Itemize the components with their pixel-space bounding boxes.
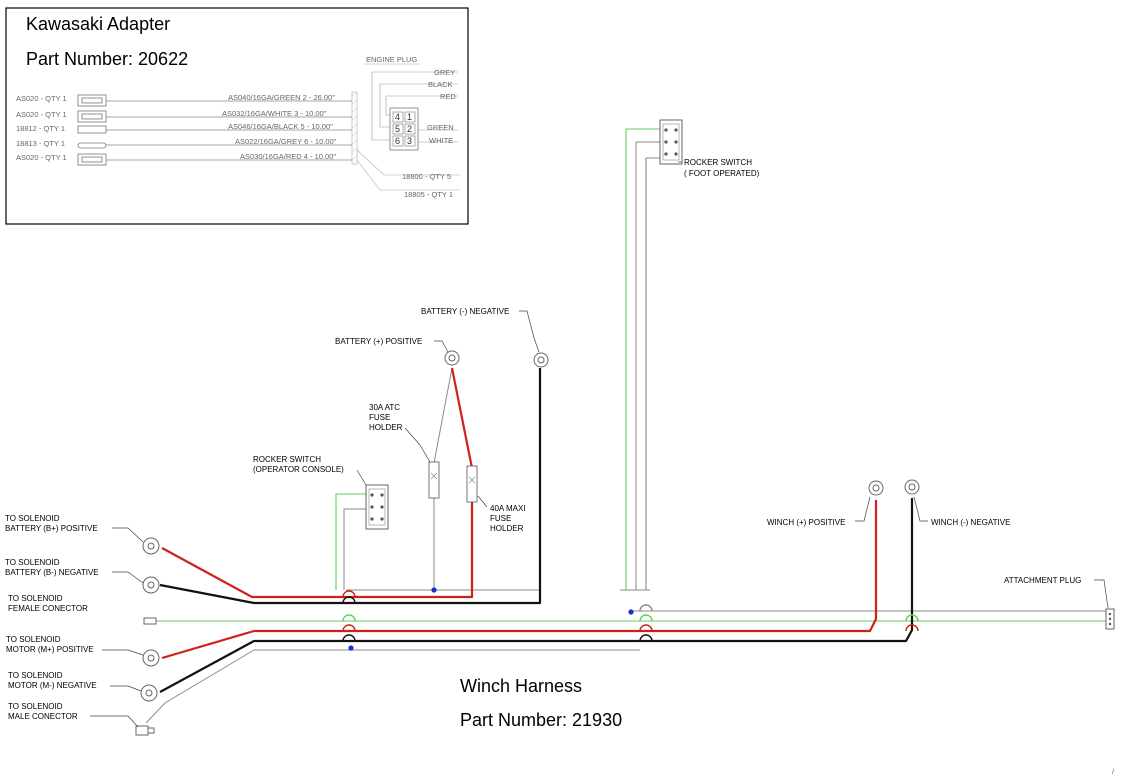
svg-text:1: 1 <box>407 112 412 122</box>
winch-negative-terminal <box>904 479 920 495</box>
sol-bat-pos-terminal <box>142 537 160 555</box>
sol-female-label-line1: TO SOLENOID <box>8 594 63 603</box>
adapter-wire-label: AS022/16GA/GREY 6 - 10.00" <box>235 137 337 146</box>
red-wire <box>161 500 878 660</box>
adapter-left-part: 18813 - QTY 1 <box>16 139 65 148</box>
corner-mark: / <box>1112 767 1115 776</box>
red-wire <box>450 367 474 469</box>
adapter-left-part: 18812 - QTY 1 <box>16 124 65 133</box>
green-wire <box>625 128 664 590</box>
rocker-switch-console <box>365 484 389 530</box>
black-wire <box>159 498 914 693</box>
winch-positive-terminal <box>868 480 884 496</box>
rocker-foot-label-line2: ( FOOT OPERATED) <box>684 169 760 178</box>
adapter-left-part: AS020 - QTY 1 <box>16 153 67 162</box>
junction-dots <box>348 587 634 651</box>
adapter-left-part: AS020 - QTY 1 <box>16 94 67 103</box>
rocker-console-label-line1: ROCKER SWITCH <box>253 455 321 464</box>
adapter-right-part: 18800 - QTY 5 <box>402 172 451 181</box>
sol-motor-pos-label-line2: MOTOR (M+) POSITIVE <box>6 645 94 654</box>
sol-female-label-line2: FEMALE CONECTOR <box>8 604 88 613</box>
sol-motor-neg-label-line1: TO SOLENOID <box>8 671 63 680</box>
winch-negative-label: WINCH (-) NEGATIVE <box>931 518 1010 527</box>
engine-plug-color: BLACK <box>428 80 453 89</box>
svg-text:2: 2 <box>407 124 412 134</box>
engine-plug-label: ENGINE PLUG <box>366 55 417 64</box>
adapter-part-number: Part Number: 20622 <box>26 49 188 69</box>
battery-negative-terminal <box>533 352 549 368</box>
kawasaki-adapter-panel: Kawasaki Adapter Part Number: 20622 AS02… <box>5 7 469 225</box>
battery-negative-label: BATTERY (-) NEGATIVE <box>421 307 509 316</box>
grey-wire <box>645 157 664 590</box>
fuse40-label-line2: FUSE <box>490 514 511 523</box>
callout-leaders <box>90 161 1109 728</box>
rocker-console-label-line2: (OPERATOR CONSOLE) <box>253 465 344 474</box>
grey-wire <box>343 508 370 590</box>
red-wire <box>161 500 474 599</box>
fuse30-label-line3: HOLDER <box>369 423 403 432</box>
attachment-plug-label: ATTACHMENT PLUG <box>1004 576 1081 585</box>
grey-wire <box>145 649 640 724</box>
harness-part-number: Part Number: 21930 <box>460 710 622 730</box>
sol-bat-pos-label-line1: TO SOLENOID <box>5 514 60 523</box>
adapter-title: Kawasaki Adapter <box>26 14 170 34</box>
adapter-right-part: 18805 - QTY 1 <box>404 190 453 199</box>
black-wire <box>540 600 660 603</box>
engine-plug-connector: 4 1 5 2 6 3 <box>389 107 419 151</box>
svg-text:6: 6 <box>395 136 400 146</box>
sol-bat-neg-terminal <box>142 576 160 594</box>
sol-motor-pos-label-line1: TO SOLENOID <box>6 635 61 644</box>
adapter-left-part: AS020 - QTY 1 <box>16 110 67 119</box>
engine-plug-color: WHITE <box>429 136 453 145</box>
winch-positive-label: WINCH (+) POSITIVE <box>767 518 845 527</box>
adapter-wire-label: AS046/16GA/BLACK 5 - 10.00" <box>228 122 333 131</box>
grey-wire <box>635 141 664 590</box>
sol-male-label-line2: MALE CONECTOR <box>8 712 78 721</box>
battery-positive-terminal <box>444 350 460 366</box>
junction-dot <box>628 609 634 615</box>
sol-motor-pos-terminal <box>142 649 160 667</box>
sol-male-label-line1: TO SOLENOID <box>8 702 63 711</box>
solenoid-terminals <box>135 537 160 736</box>
svg-text:5: 5 <box>395 124 400 134</box>
grey-wire <box>433 367 453 464</box>
sol-female-terminal <box>143 617 157 625</box>
attachment-plug <box>1105 608 1115 630</box>
green-wire <box>335 493 370 590</box>
wire-crossovers <box>342 590 919 642</box>
sol-bat-neg-label-line2: BATTERY (B-) NEGATIVE <box>5 568 99 577</box>
sol-bat-neg-label-line1: TO SOLENOID <box>5 558 60 567</box>
adapter-terminals <box>77 94 107 166</box>
engine-plug-color: GREY <box>434 68 455 77</box>
svg-text:4: 4 <box>395 112 400 122</box>
sol-motor-neg-label-line2: MOTOR (M-) NEGATIVE <box>8 681 97 690</box>
engine-plug-color: GREEN <box>427 123 454 132</box>
fuse40-label-line1: 40A MAXI <box>490 504 526 513</box>
fuse-holder-30a <box>428 461 440 499</box>
harness-wires <box>145 128 1108 724</box>
junction-dot <box>348 645 354 651</box>
sol-male-terminal <box>135 725 155 736</box>
fuse30-label-line1: 30A ATC <box>369 403 400 412</box>
engine-plug-leads <box>371 71 458 143</box>
adapter-wire-label: AS030/16GA/RED 4 - 10.00" <box>240 152 336 161</box>
junction-dot <box>431 587 437 593</box>
sol-bat-pos-label-line2: BATTERY (B+) POSITIVE <box>5 524 98 533</box>
harness-title: Winch Harness <box>460 676 582 696</box>
adapter-wires <box>106 100 352 161</box>
engine-plug-color: RED <box>440 92 456 101</box>
adapter-wire-label: AS032/16GA/WHITE 3 - 10.00" <box>222 109 327 118</box>
rocker-foot-label-line1: ROCKER SWITCH <box>684 158 752 167</box>
black-wire <box>159 368 542 605</box>
fuse-holder-40a <box>466 465 478 503</box>
rocker-switch-foot <box>659 119 683 165</box>
svg-text:3: 3 <box>407 136 412 146</box>
fuse40-label-line3: HOLDER <box>490 524 524 533</box>
adapter-wire-label: AS040/16GA/GREEN 2 - 26.00" <box>228 93 335 102</box>
fuse30-label-line2: FUSE <box>369 413 390 422</box>
battery-positive-label: BATTERY (+) POSITIVE <box>335 337 422 346</box>
sol-motor-neg-terminal <box>140 684 158 702</box>
